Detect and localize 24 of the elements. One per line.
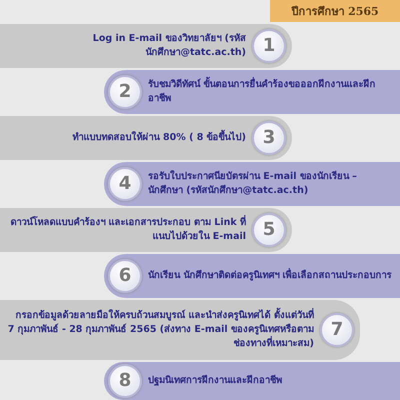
step-number-circle: 1 [252, 29, 286, 63]
step-text: รับชมวิดีทัศน์ ขั้นตอนการยื่นคำร้องขอออกฝึกงานและฝึกอาชีพ [148, 70, 392, 114]
step-number-circle: 8 [108, 364, 142, 398]
step-number-circle: 2 [108, 75, 142, 109]
step-text: ปฐมนิเทศการฝึกงานและฝึกอาชีพ [148, 374, 283, 388]
step-text: ดาวน์โหลดแบบคำร้องฯ และเอกสารประกอบ ตาม Link ที่แนบไปด้วยใน E-mail [9, 214, 246, 244]
step-band [0, 116, 292, 160]
step-text: Log in E-mail ของวิทยาลัยฯ (รหัสนักศึกษา@tatc.ac.th) [92, 32, 246, 60]
step-number-circle: 4 [108, 167, 142, 201]
step-number-circle: 6 [108, 259, 142, 293]
step-band [104, 162, 400, 206]
step-text: กรอกข้อมูลด้วยลายมือให้ครบถ้วนสมบูรณ์ และนำส่งครูนิเทศได้ ตั้งแต่วันที่ 7 กุมภาพันธ์ - 28 กุมภาพันธ์ 2565 (ส่งทาง E-mail ของครูนิเทศหรือตามช่องทางที่เหมาะสม) [6, 300, 314, 360]
step-number-circle: 7 [320, 313, 354, 347]
step-number-circle: 3 [252, 121, 286, 155]
step-text: รอรับใบประกาศนียบัตรผ่าน E-mail ของนักเรียน – นักศึกษา (รหัสนักศึกษา@tatc.ac.th) [148, 169, 358, 198]
step-band [0, 208, 292, 252]
step-band [104, 254, 400, 298]
step-band [0, 24, 292, 68]
step-band [104, 70, 400, 114]
step-text: ทำแบบทดสอบให้ผ่าน 80% ( 8 ข้อขึ้นไป) [6, 116, 246, 160]
step-band [104, 362, 400, 400]
header-banner: ปีการศึกษา 2565 [270, 0, 400, 22]
step-text: นักเรียน นักศึกษาติดต่อครูนิเทศฯ เพื่อเลือกสถานประกอบการ [148, 267, 392, 284]
step-number-circle: 5 [252, 213, 286, 247]
